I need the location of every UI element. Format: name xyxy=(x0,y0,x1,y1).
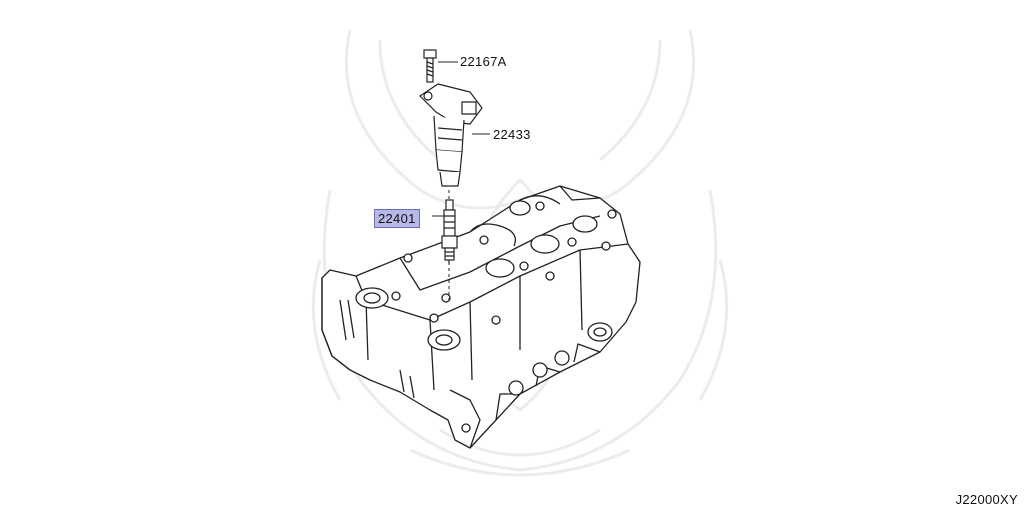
callout-ignition-coil-22433: 22433 xyxy=(493,127,531,142)
spark-plug-part xyxy=(441,199,458,264)
bolt-part xyxy=(423,49,437,83)
cylinder-head xyxy=(321,185,641,449)
callout-spark-plug-22401[interactable]: 22401 xyxy=(374,209,420,228)
ignition-coil-part xyxy=(419,83,483,187)
diagram-code: J22000XY xyxy=(955,492,1018,507)
callout-bolt-22167A: 22167A xyxy=(460,54,507,69)
leader-lines xyxy=(432,61,490,300)
